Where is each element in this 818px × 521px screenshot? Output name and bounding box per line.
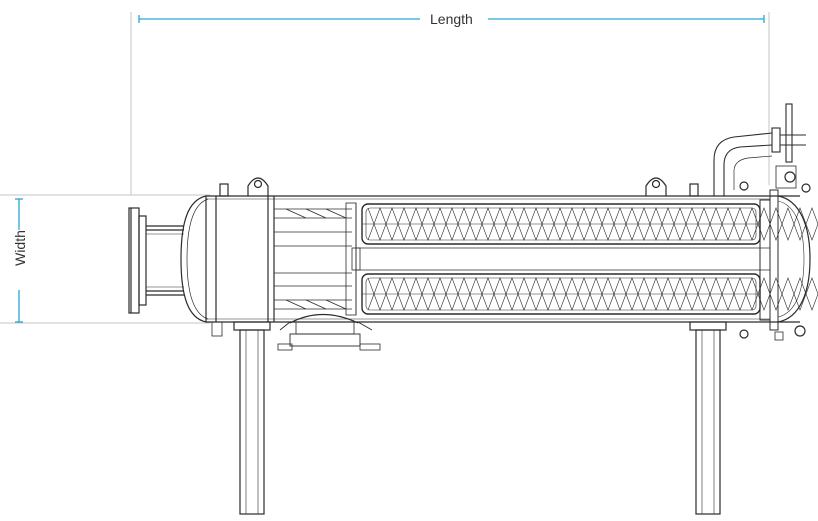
heat-exchanger-body [128,103,818,515]
reference-lines [0,12,770,324]
upper-tube-bundle [361,203,818,245]
width-dimension-line [15,198,23,323]
bottom-outlet [211,314,381,351]
inlet-chamber [274,202,357,316]
length-label: Length [426,11,477,27]
center-passage [351,247,770,271]
left-head [180,195,207,323]
support-legs [233,321,727,515]
length-dimension-line [138,15,765,23]
top-right-piping [713,103,806,196]
right-head [739,171,811,341]
shell [205,195,800,323]
lifting-lugs [219,177,699,197]
width-label: Width [8,230,32,266]
inlet-nozzle [128,207,184,314]
lower-tube-bundle [361,273,818,315]
